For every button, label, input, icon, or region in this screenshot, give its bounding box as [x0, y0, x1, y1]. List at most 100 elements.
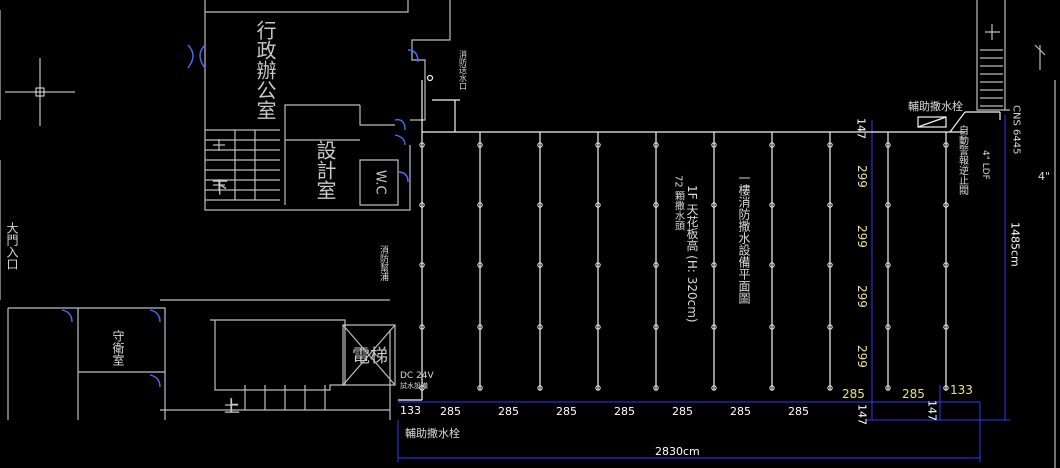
drain-label: 試水設備	[400, 381, 428, 390]
sprinkler-head-icon	[827, 142, 833, 148]
sprinkler-head-icon	[537, 262, 543, 268]
doors	[61, 44, 419, 388]
spacing-dim-v: 299	[855, 165, 869, 188]
vertical-dimensions: 299 299 299 299	[855, 165, 869, 368]
spacing-dim: 285	[614, 405, 635, 418]
cns-label: CNS 6445	[1011, 105, 1022, 154]
sprinkler-head-icon	[653, 385, 659, 391]
spacing-dim: 285	[730, 405, 751, 418]
design-room-label: 設計室	[313, 140, 337, 200]
sprinkler-head-icon	[477, 142, 483, 148]
spacing-dim-v: 299	[855, 285, 869, 308]
sprinkler-head-icon	[943, 142, 949, 148]
guard-room-label: 守衛室	[111, 330, 125, 366]
sprinkler-branches	[419, 132, 949, 391]
main-entrance-label: 大門入口	[5, 222, 19, 270]
sprinkler-head-icon	[537, 202, 543, 208]
sprinkler-head-icon	[711, 262, 717, 268]
sprinkler-head-icon	[827, 262, 833, 268]
edge-bottom-dim-2: 147	[926, 400, 939, 421]
sprinkler-head-icon	[943, 324, 949, 330]
alarm-valve-label: 自動警報逆止閥	[957, 124, 969, 196]
wc-label: W.C	[373, 170, 388, 195]
spacing-dim-v: 299	[855, 345, 869, 368]
pipe-label: 消防送水口	[459, 49, 468, 90]
bottom-right-spacing-dim: 285	[842, 387, 865, 401]
sprinkler-head-icon	[595, 202, 601, 208]
edge-bottom-dim: 147	[856, 404, 869, 425]
ldf-label: 4" LDF	[980, 150, 990, 180]
plan-title: 一樓消防撒水設備平面圖	[737, 172, 751, 305]
sprinkler-head-icon	[769, 142, 775, 148]
spacing-dim: 285	[672, 405, 693, 418]
sprinkler-head-icon	[595, 262, 601, 268]
sprinkler-head-icon	[477, 324, 483, 330]
sprinkler-head-icon	[885, 202, 891, 208]
sprinkler-head-icon	[711, 324, 717, 330]
sprinkler-head-icon	[419, 142, 425, 148]
sprinkler-head-icon	[885, 142, 891, 148]
sprinkler-head-icon	[653, 262, 659, 268]
sprinkler-head-icon	[595, 142, 601, 148]
sprinkler-head-icon	[537, 142, 543, 148]
sprinkler-head-icon	[769, 262, 775, 268]
wall-note: 消防幫浦	[378, 244, 389, 282]
sprinkler-head-icon	[477, 202, 483, 208]
total-width-dim: 2830cm	[655, 445, 700, 458]
sprinkler-head-icon	[769, 324, 775, 330]
sprinkler-head-icon	[653, 202, 659, 208]
sprinkler-head-icon	[537, 385, 543, 391]
crosshair-icon	[5, 58, 75, 126]
sprinkler-head-icon	[827, 202, 833, 208]
sprinkler-head-icon	[477, 385, 483, 391]
dimension-lines	[397, 115, 1010, 462]
sprinkler-head-icon	[653, 142, 659, 148]
sprinkler-head-icon	[885, 385, 891, 391]
sprinkler-head-icon	[943, 202, 949, 208]
spacing-dim: 285	[498, 405, 519, 418]
edge-left-dim: 133	[400, 404, 421, 417]
sprinkler-head-icon	[885, 324, 891, 330]
admin-office-label: 行政辦公室	[253, 20, 277, 120]
sprinkler-head-icon	[711, 202, 717, 208]
power-label: DC 24V	[400, 371, 435, 381]
sprinkler-head-icon	[419, 202, 425, 208]
sprinkler-head-icon	[419, 324, 425, 330]
sprinkler-head-icon	[769, 202, 775, 208]
sprinkler-head-icon	[419, 262, 425, 268]
sprinkler-pipes	[398, 74, 1001, 401]
elevator-label: 電梯	[352, 346, 388, 367]
sprinkler-head-icon	[769, 385, 775, 391]
sprinkler-head-icon	[653, 324, 659, 330]
spacing-dim: 285	[440, 405, 461, 418]
floor-info: 1F 天花板高 (H: 320cm)	[685, 185, 699, 323]
stair-up-label: 上	[224, 397, 240, 416]
edge-top-dim: 147	[855, 118, 868, 139]
right-pipe-label: 4"	[1038, 170, 1050, 183]
sprinkler-head-icon	[943, 385, 949, 391]
aux-hydrant-bottom: 輔助撒水栓	[405, 426, 460, 440]
sprinkler-head-icon	[477, 262, 483, 268]
sprinkler-head-icon	[827, 385, 833, 391]
sprinkler-head-icon	[827, 324, 833, 330]
sprinkler-head-icon	[711, 385, 717, 391]
spacing-dim: 285	[788, 405, 809, 418]
sprinkler-head-icon	[595, 385, 601, 391]
heads-count: 72 顆撒水頭	[673, 175, 685, 232]
sprinkler-head-icon	[711, 142, 717, 148]
sprinkler-head-icon	[419, 385, 425, 391]
total-height-dim: 1485cm	[1009, 222, 1022, 267]
spacing-dim: 285	[556, 405, 577, 418]
edge-right-dim: 133	[950, 383, 973, 397]
right-spacing-dim: 285	[902, 387, 925, 401]
sprinkler-head-icon	[537, 324, 543, 330]
sprinkler-head-icon	[943, 262, 949, 268]
spacing-dim-v: 299	[855, 225, 869, 248]
sprinkler-head-icon	[885, 262, 891, 268]
sprinkler-head-icon	[595, 324, 601, 330]
aux-hydrant-top: 輔助撒水栓	[908, 99, 963, 113]
horizontal-dimensions: 285 285 285 285 285 285 285	[440, 405, 809, 418]
stair-down-label: 下	[212, 178, 228, 197]
